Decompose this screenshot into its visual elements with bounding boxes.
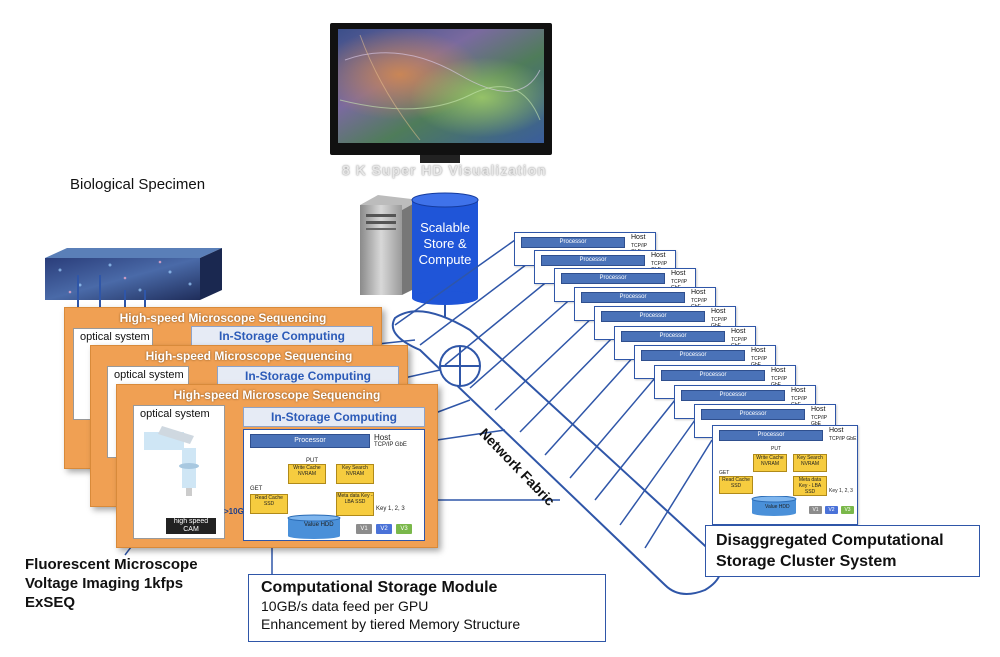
store-cylinder-icon: [411, 192, 479, 305]
value-hdd-label: Value HDD: [304, 522, 334, 528]
card-host: Host: [711, 308, 726, 315]
sequencing-panel-front: High-speed Microscope Sequencing optical…: [116, 384, 438, 548]
card-v1-tag: V1: [809, 506, 822, 514]
v2-tag: V2: [376, 524, 392, 534]
store-label-line-1: Scalable: [420, 220, 470, 235]
csm-line-2: Enhancement by tiered Memory Structure: [261, 616, 521, 632]
card-read-cache: Read Cache SSD: [719, 476, 753, 494]
fm-line-2: Voltage Imaging 1kfps: [25, 575, 184, 592]
optical-system-box: optical system high speed CAM: [133, 405, 225, 539]
card-write-cache: Write Cache NVRAM: [753, 454, 787, 472]
get-label: GET: [250, 486, 263, 492]
card-processor: Processor: [621, 331, 725, 342]
key-search-block: Key Search NVRAM: [336, 464, 374, 484]
store-label-line-2: Store &: [423, 236, 467, 251]
csm-title: Computational Storage Module: [261, 579, 498, 596]
host-label: Host: [374, 433, 391, 442]
card-host: Host: [771, 367, 786, 374]
optics-icon: [144, 426, 199, 496]
card-processor: Processor: [661, 370, 765, 381]
feed-label: >10G: [224, 507, 244, 516]
store-label: Scalable Store & Compute: [413, 220, 477, 268]
biological-specimen-label: Biological Specimen: [70, 176, 206, 193]
panel-title: High-speed Microscope Sequencing: [173, 388, 381, 402]
card-put-label: PUT: [771, 446, 781, 452]
store-label-line-3: Compute: [418, 252, 472, 267]
camera-line-1: high speed: [173, 518, 209, 525]
card-processor: Processor: [641, 350, 745, 361]
computational-storage-module-box: Computational Storage Module 10GB/s data…: [248, 574, 606, 642]
optical-system-label: optical system: [114, 369, 184, 381]
card-host: Host: [811, 406, 826, 413]
card-processor: Processor: [521, 237, 625, 248]
card-v2-tag: V2: [825, 506, 838, 514]
card-processor: Processor: [581, 292, 685, 303]
card-host: Host: [829, 427, 844, 434]
in-storage-computing-label: In-Storage Computing: [243, 407, 425, 427]
csm-line-1: 10GB/s data feed per GPU: [261, 598, 429, 614]
card-processor: Processor: [719, 430, 823, 441]
in-storage-computing-label: In-Storage Computing: [217, 366, 399, 386]
card-tcp: TCP/IP GbE: [829, 436, 857, 442]
card-host: Host: [651, 252, 666, 259]
card-processor: Processor: [541, 255, 645, 266]
dcs-line-1: Disaggregated Computational: [716, 532, 944, 549]
high-speed-camera: high speed CAM: [166, 518, 216, 534]
monitor-icon: [330, 23, 552, 163]
dcs-line-2: Storage Cluster System: [716, 553, 897, 570]
put-label: PUT: [306, 458, 318, 464]
microscope-description: Fluorescent Microscope Voltage Imaging 1…: [25, 555, 265, 612]
processor-block: Processor: [250, 434, 370, 448]
card-processor: Processor: [681, 390, 785, 401]
card-host: Host: [691, 289, 706, 296]
card-v3-tag: V3: [841, 506, 854, 514]
card-key-search: Key Search NVRAM: [793, 454, 827, 472]
tcp-label: TCP/IP GbE: [374, 442, 407, 448]
optical-system-label: optical system: [140, 408, 210, 420]
write-cache-block: Write Cache NVRAM: [288, 464, 326, 484]
read-cache-block: Read Cache SSD: [250, 494, 288, 514]
optical-system-label: optical system: [80, 331, 150, 343]
card-tcp: TCP/IP GbE: [811, 415, 828, 427]
value-hdd-icon: [287, 514, 341, 539]
card-processor: Processor: [561, 273, 665, 284]
disaggregated-cluster-box: Disaggregated Computational Storage Clus…: [705, 525, 980, 577]
v3-tag: V3: [396, 524, 412, 534]
server-icon: [360, 195, 420, 295]
specimen-block: [45, 248, 222, 300]
storage-module-detail: Processor Host TCP/IP GbE PUT Write Cach…: [243, 429, 425, 541]
card-metadata: Meta data Key - LBA SSD: [793, 476, 827, 496]
cluster-card-front: Processor Host TCP/IP GbE PUT Write Cach…: [712, 425, 858, 525]
card-processor: Processor: [601, 311, 705, 322]
network-fabric: [391, 310, 722, 595]
card-host: Host: [791, 387, 806, 394]
visualization-label: 8 K Super HD Visualization: [342, 162, 547, 178]
card-host: Host: [631, 234, 646, 241]
card-processor: Processor: [701, 409, 805, 420]
card-hdd-icon: [751, 496, 797, 516]
card-value-label: Value HDD: [765, 504, 790, 510]
metadata-block: Meta data Key - LBA SSD: [336, 492, 374, 516]
card-host: Host: [751, 347, 766, 354]
panel-title: High-speed Microscope Sequencing: [145, 349, 353, 363]
card-host: Host: [731, 328, 746, 335]
card-get-label: GET: [719, 470, 730, 476]
card-host: Host: [671, 270, 686, 277]
v1-tag: V1: [356, 524, 372, 534]
fm-line-1: Fluorescent Microscope: [25, 556, 198, 573]
keys-label: Key 1, 2, 3: [376, 506, 405, 512]
card-keys-label: Key 1, 2, 3: [829, 488, 853, 494]
camera-line-2: CAM: [183, 526, 199, 533]
fm-line-3: ExSEQ: [25, 594, 76, 611]
in-storage-computing-label: In-Storage Computing: [191, 326, 373, 346]
panel-title: High-speed Microscope Sequencing: [119, 311, 327, 325]
